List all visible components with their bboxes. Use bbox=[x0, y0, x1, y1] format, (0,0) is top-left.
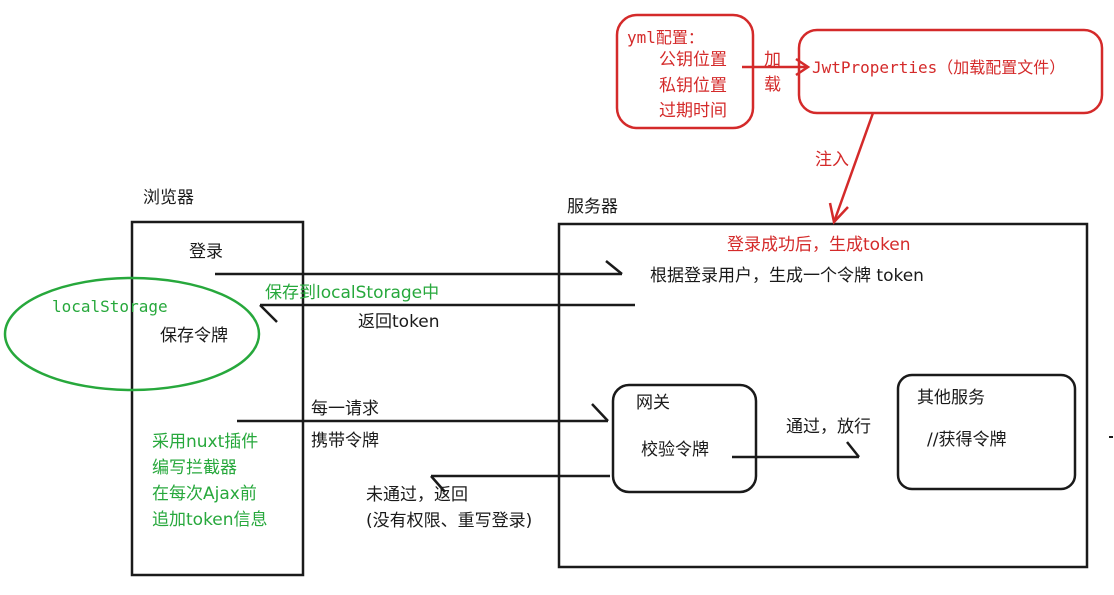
request-arrowhead bbox=[591, 403, 609, 422]
server-box bbox=[557, 222, 1089, 569]
local-storage-ellipse bbox=[3, 276, 261, 392]
login-request-arrowhead bbox=[605, 260, 623, 275]
fail-return-arrowhead bbox=[430, 475, 446, 493]
pass-arrowhead bbox=[846, 441, 860, 458]
inject-arrowhead bbox=[828, 202, 849, 225]
interceptor-line-2: 编写拦截器 bbox=[152, 458, 237, 478]
browser-login-label: 登录 bbox=[189, 242, 223, 262]
inject-arrow bbox=[832, 112, 875, 223]
jwt-properties-label: JwtProperties（加载配置文件） bbox=[812, 58, 1066, 77]
local-storage-label: localStorage bbox=[52, 297, 168, 316]
server-title: 服务器 bbox=[567, 197, 618, 217]
save-to-storage-label: 保存到localStorage中 bbox=[265, 283, 440, 303]
each-request-label: 每一请求 bbox=[311, 399, 379, 419]
pass-release-label: 通过，放行 bbox=[786, 417, 871, 437]
yml-item-private-key: 私钥位置 bbox=[659, 76, 727, 96]
carry-token-label: 携带令牌 bbox=[311, 431, 379, 451]
gateway-verify-label: 校验令牌 bbox=[641, 440, 709, 460]
browser-box bbox=[130, 220, 305, 577]
other-services-title: 其他服务 bbox=[917, 388, 985, 408]
token-return-arrowhead bbox=[259, 304, 278, 323]
other-services-box bbox=[896, 373, 1077, 491]
yml-item-public-key: 公钥位置 bbox=[659, 50, 727, 70]
get-token-comment: //获得令牌 bbox=[927, 430, 1007, 450]
yml-config-box bbox=[615, 13, 755, 130]
gateway-title: 网关 bbox=[636, 393, 670, 413]
return-token-label: 返回token bbox=[358, 312, 440, 332]
browser-title: 浏览器 bbox=[143, 188, 194, 208]
fail-reason-label: (没有权限、重写登录) bbox=[366, 511, 533, 531]
yml-title: yml配置： bbox=[627, 28, 704, 47]
yml-item-expire: 过期时间 bbox=[659, 101, 727, 121]
load-arrowhead bbox=[795, 57, 811, 77]
load-label-2: 载 bbox=[764, 75, 781, 95]
login-success-label: 登录成功后，生成token bbox=[727, 235, 911, 255]
interceptor-line-4: 追加token信息 bbox=[152, 510, 268, 530]
interceptor-line-1: 采用nuxt插件 bbox=[152, 432, 259, 452]
inject-label: 注入 bbox=[815, 150, 849, 170]
save-token-label: 保存令牌 bbox=[160, 326, 228, 346]
generate-token-label: 根据登录用户，生成一个令牌 token bbox=[650, 266, 924, 286]
gateway-box bbox=[611, 383, 758, 494]
load-label-1: 加 bbox=[764, 50, 781, 70]
fail-return-label: 未通过，返回 bbox=[366, 485, 468, 505]
interceptor-line-3: 在每次Ajax前 bbox=[152, 484, 257, 504]
